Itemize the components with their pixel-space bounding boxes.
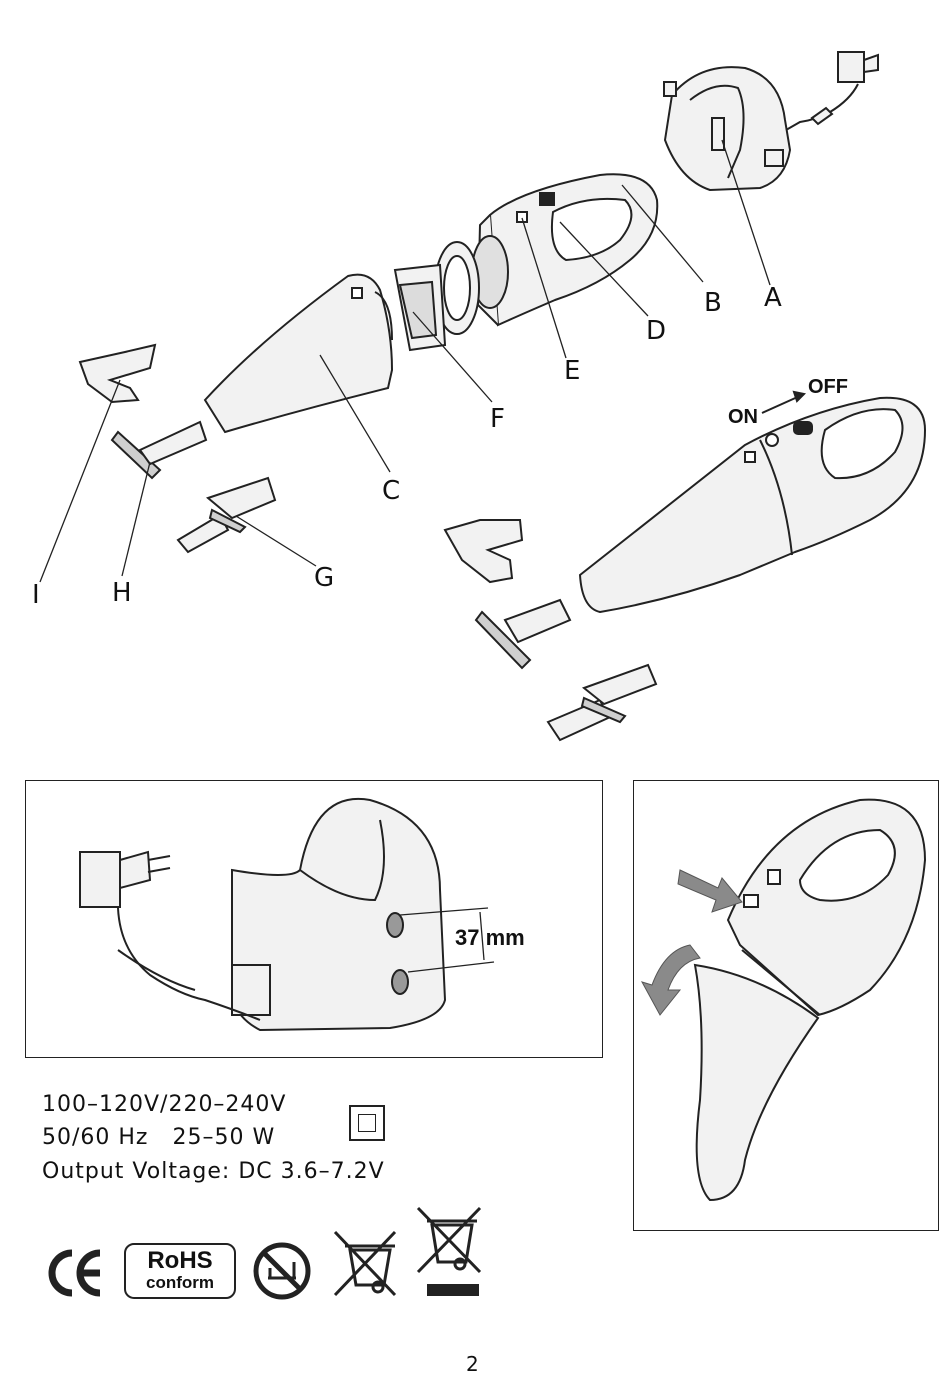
- mount-distance-label: 37 mm: [455, 925, 525, 951]
- mount-distance-value: 37: [455, 925, 479, 950]
- page-number: 2: [466, 1352, 479, 1376]
- spec-voltage: 100–120V/220–240V: [42, 1092, 286, 1117]
- charging-base-drawing: [664, 67, 790, 190]
- spec-output-voltage: Output Voltage: DC 3.6–7.2V: [42, 1159, 385, 1184]
- rohs-subtitle: conform: [126, 1274, 234, 1292]
- wall-mount-panel: [25, 780, 603, 1058]
- label-f: F: [490, 404, 505, 434]
- assembled-vacuum-drawing: [445, 398, 925, 740]
- label-a: A: [764, 283, 782, 313]
- rohs-title: RoHS: [126, 1248, 234, 1274]
- nozzle-i-drawing: [80, 345, 155, 402]
- mount-distance-unit: mm: [486, 925, 525, 950]
- no-steam-symbol: [256, 1245, 308, 1297]
- weee-bin-icon: [335, 1232, 395, 1295]
- class-ii-double-square: [349, 1105, 385, 1141]
- rohs-badge: RoHS conform: [124, 1243, 236, 1299]
- nozzle-h-drawing: [112, 422, 206, 478]
- label-h: H: [112, 578, 132, 608]
- ce-mark: [52, 1253, 100, 1293]
- label-c: C: [382, 476, 400, 506]
- label-i: I: [32, 580, 40, 610]
- power-adapter-drawing: [786, 52, 878, 130]
- weee-bin-bar-icon: [418, 1208, 480, 1296]
- on-off-arrow: [762, 392, 804, 413]
- switch-on-label: ON: [728, 406, 758, 429]
- spec-frequency-power: 50/60 Hz 25–50 W: [42, 1125, 275, 1150]
- filter-motor-drawing: [395, 236, 508, 350]
- switch-off-label: OFF: [808, 376, 848, 399]
- label-e: E: [564, 356, 580, 386]
- nozzle-g-drawing: [178, 478, 275, 552]
- label-g: G: [314, 563, 334, 593]
- label-b: B: [704, 288, 722, 318]
- label-d: D: [646, 316, 666, 346]
- empty-container-panel: [633, 780, 939, 1231]
- dust-container-drawing: [205, 275, 392, 432]
